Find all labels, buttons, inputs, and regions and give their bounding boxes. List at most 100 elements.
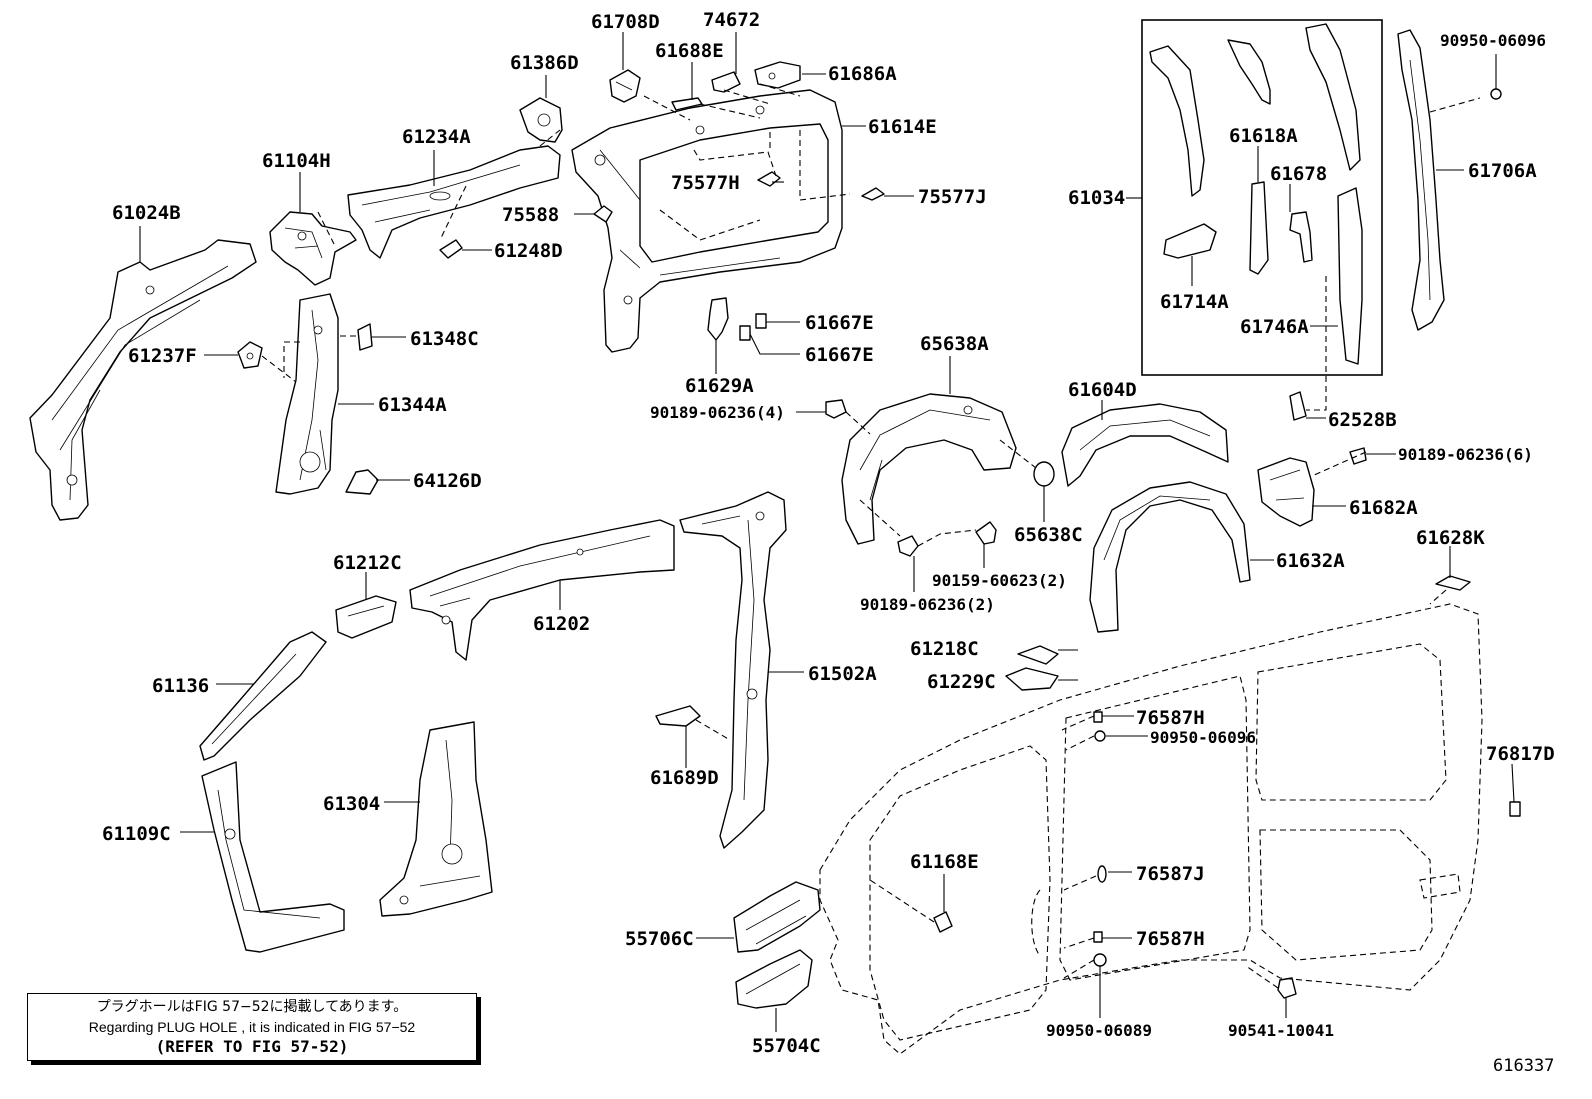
part-61667E-a [755,313,767,329]
label-61386D: 61386D [510,52,579,74]
note-reference: (REFER TO FIG 57-52) [155,1037,349,1056]
label-61714A: 61714A [1160,291,1229,313]
label-90189-06236-2: 90189-06236(2) [860,595,995,614]
part-61304 [379,721,493,917]
part-61628K [1435,575,1471,591]
label-61109C: 61109C [102,823,171,845]
label-61024B: 61024B [112,202,181,224]
part-74672 [711,71,741,93]
part-90950-06096-mid [1094,730,1106,742]
label-61746A: 61746A [1240,316,1309,338]
label-61212C: 61212C [333,552,402,574]
label-61104H: 61104H [262,150,331,172]
label-61628K: 61628K [1416,527,1485,549]
label-61667E-b: 61667E [805,344,874,366]
label-61218C: 61218C [910,638,979,660]
label-61202: 61202 [533,613,590,635]
label-61618A: 61618A [1229,125,1298,147]
label-61667E-a: 61667E [805,312,874,334]
label-90189-06236-6: 90189-06236(6) [1398,445,1533,464]
part-61386D [519,97,563,143]
label-61248D: 61248D [494,240,563,262]
label-76817D: 76817D [1486,743,1555,765]
label-61686A: 61686A [828,63,897,85]
part-61682A [1257,457,1315,527]
leader-lines [139,32,1515,1032]
part-61689D [655,705,701,727]
label-61304: 61304 [323,793,380,815]
label-90189-06236-4: 90189-06236(4) [650,403,785,422]
part-90189-06236-2 [897,535,919,557]
label-61688E: 61688E [655,40,724,62]
part-61348C [357,323,373,351]
part-76587H-b [1093,931,1103,943]
label-61678: 61678 [1270,163,1327,185]
part-90159-60623 [975,521,997,545]
part-61218C [1017,645,1059,665]
body-side-outline [819,603,1483,1055]
part-61614E [571,89,843,353]
part-61202 [409,519,675,661]
label-65638A: 65638A [920,333,989,355]
part-65638A [841,393,1017,545]
part-61248D [439,239,463,259]
label-61237F: 61237F [128,345,197,367]
note-english: Regarding PLUG HOLE , it is indicated in… [88,1019,416,1035]
part-61629A [707,297,729,341]
figure-number: 616337 [1493,1056,1555,1076]
label-75577H: 75577H [671,172,740,194]
label-61229C: 61229C [927,671,996,693]
part-61344A [275,293,339,495]
part-labels: 61708D 74672 61688E 61386D 61686A 61614E… [102,9,1555,1057]
part-90189-06236-6 [1349,447,1367,465]
part-64126D [345,469,379,495]
label-62528B: 62528B [1328,409,1397,431]
label-61632A: 61632A [1276,550,1345,572]
label-61344A: 61344A [378,394,447,416]
note-japanese: プラグホールはFIG 57−52に掲載してあります。 [96,999,408,1015]
label-61348C: 61348C [410,328,479,350]
label-61689D: 61689D [650,767,719,789]
label-65638C: 65638C [1014,524,1083,546]
part-61136 [199,631,327,761]
reference-note: プラグホールはFIG 57−52に掲載してあります。 Regarding PLU… [27,993,477,1061]
label-61682A: 61682A [1349,497,1418,519]
part-61109C [201,761,345,953]
label-76587J: 76587J [1136,863,1205,885]
label-64126D: 64126D [413,470,482,492]
part-65638C [1033,461,1055,487]
part-55704C [735,949,813,1009]
label-61136: 61136 [152,675,209,697]
part-62528B [1289,391,1307,421]
label-61034: 61034 [1068,187,1125,209]
part-61708D [609,69,641,103]
label-61502A: 61502A [808,663,877,685]
part-61234A [347,145,561,259]
part-61686A [754,61,801,89]
label-61629A: 61629A [685,375,754,397]
part-55706C [733,881,821,953]
part-76587J [1097,865,1107,883]
part-61024B [29,239,257,521]
label-61706A: 61706A [1468,160,1537,182]
part-61502A [679,491,787,849]
part-61237F [237,341,263,369]
part-61604D [1061,403,1229,487]
part-76587H-a [1093,711,1103,723]
label-90950-06096-mid: 90950-06096 [1150,728,1256,747]
label-75577J: 75577J [918,186,987,208]
label-61604D: 61604D [1068,379,1137,401]
part-75577J [861,187,885,201]
label-90159-60623-2: 90159-60623(2) [932,571,1067,590]
part-76817D [1509,801,1521,817]
label-90950-06096-top: 90950-06096 [1440,31,1546,50]
part-61212C [335,595,397,639]
part-61706A [1397,29,1445,331]
part-61632A [1089,481,1251,633]
label-61614E: 61614E [868,116,937,138]
part-90950-06089 [1093,953,1107,967]
part-group-61034 [1141,19,1383,376]
label-55704C: 55704C [752,1035,821,1057]
